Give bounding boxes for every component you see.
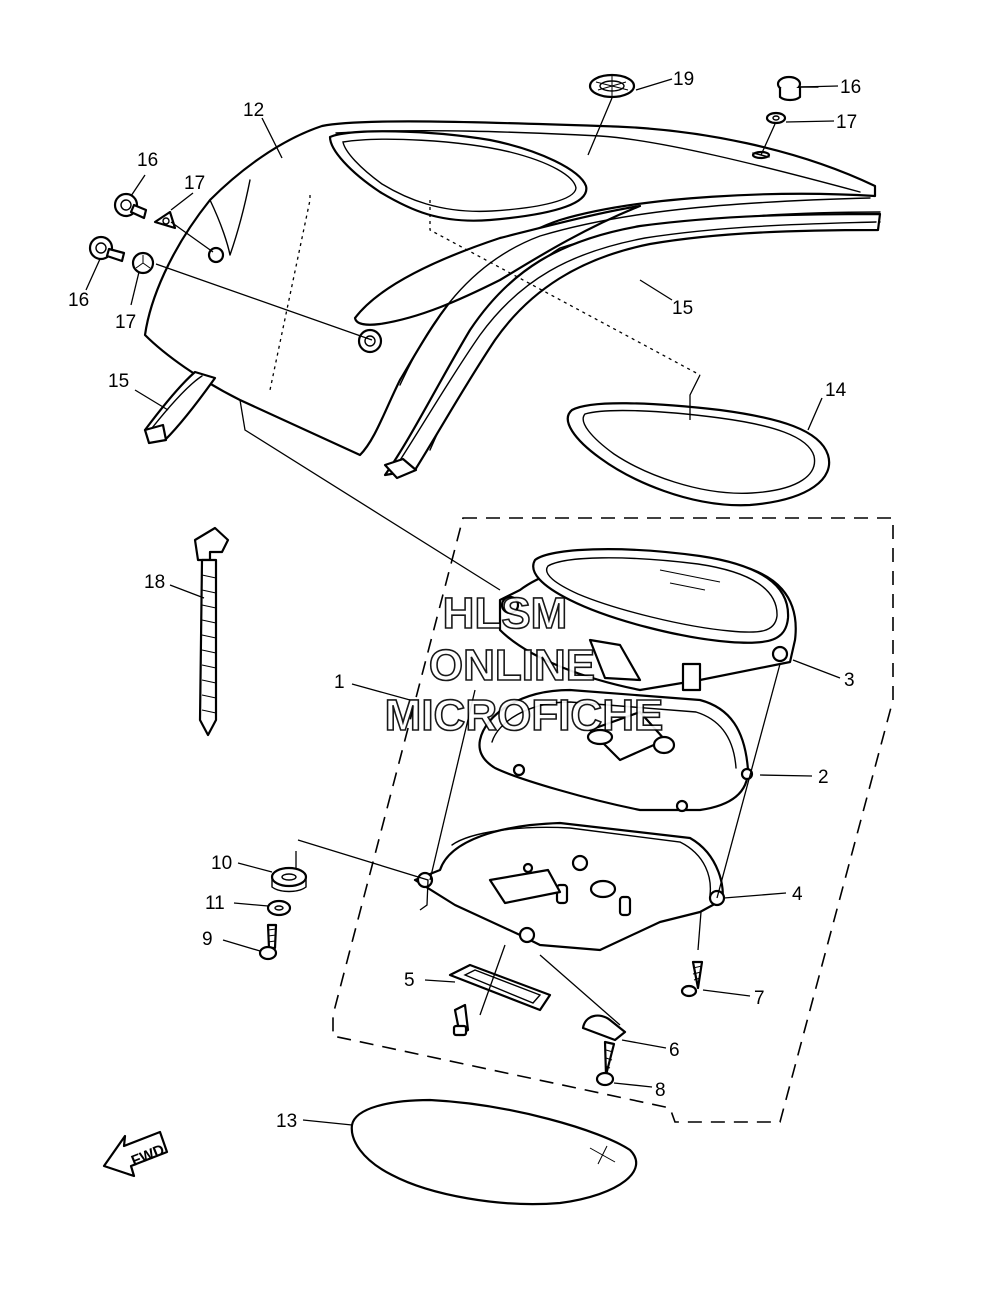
assembly-lines bbox=[155, 97, 781, 1026]
callout-6: 6 bbox=[669, 1040, 680, 1061]
part-16-bolt-upper-right bbox=[776, 75, 819, 102]
callout-17-left-top: 17 bbox=[184, 173, 205, 194]
watermark-line-3: MICROFICHE bbox=[385, 691, 664, 740]
part-13-sheet bbox=[350, 1098, 638, 1206]
callout-17-left-bottom: 17 bbox=[115, 312, 136, 333]
callout-15-right: 15 bbox=[672, 298, 693, 319]
callout-8: 8 bbox=[655, 1080, 666, 1101]
watermark-line-1: HLSM bbox=[443, 589, 568, 638]
callout-13: 13 bbox=[276, 1111, 297, 1132]
watermark-line-2: ONLINE bbox=[429, 641, 595, 690]
part-16-bolt-left-bottom bbox=[88, 235, 126, 263]
part-5-bracket bbox=[448, 963, 552, 1037]
callout-12: 12 bbox=[243, 100, 264, 121]
part-18-cable-tie bbox=[193, 526, 230, 737]
fwd-arrow: FWD bbox=[102, 1130, 169, 1178]
part-16-bolt-left-top bbox=[113, 192, 148, 220]
part-6-clamp bbox=[581, 1014, 627, 1042]
callout-5: 5 bbox=[404, 970, 415, 991]
part-19-grommet bbox=[588, 73, 636, 99]
callout-4: 4 bbox=[792, 884, 803, 905]
part-9-screw bbox=[258, 923, 278, 961]
callout-16-left-top: 16 bbox=[137, 150, 158, 171]
callout-18: 18 bbox=[144, 572, 165, 593]
assembly-boundary bbox=[332, 517, 894, 1123]
part-3-lens-case bbox=[498, 548, 797, 692]
callout-2: 2 bbox=[818, 767, 829, 788]
part-17-washer-upper-right bbox=[765, 111, 787, 125]
callout-3: 3 bbox=[844, 670, 855, 691]
callout-7: 7 bbox=[754, 988, 765, 1009]
callout-10: 10 bbox=[211, 853, 232, 874]
callout-14: 14 bbox=[825, 380, 847, 401]
callout-19: 19 bbox=[673, 69, 694, 90]
watermark: HLSM ONLINE MICROFICHE bbox=[384, 588, 664, 741]
part-11-collar bbox=[266, 899, 292, 917]
part-17-washer-left-top bbox=[153, 210, 177, 230]
part-2-meter-board bbox=[478, 688, 754, 813]
part-15-trim bbox=[143, 212, 882, 480]
part-4-lower-case bbox=[413, 821, 726, 952]
callout-16-left-bottom: 16 bbox=[68, 290, 89, 311]
callout-leaders bbox=[85, 78, 841, 1126]
callout-16-right: 16 bbox=[840, 77, 861, 98]
callout-11: 11 bbox=[205, 893, 225, 914]
part-14-seal bbox=[566, 402, 831, 507]
callout-15-left: 15 bbox=[108, 371, 129, 392]
callout-17-right: 17 bbox=[836, 112, 857, 133]
callout-9: 9 bbox=[202, 929, 213, 950]
part-17-washer-left-bottom bbox=[131, 251, 155, 275]
callout-numbers: 12 16 17 16 17 19 16 17 15 15 14 18 1 3 … bbox=[68, 69, 861, 1132]
part-7-screw bbox=[680, 960, 704, 998]
part-8-screw bbox=[595, 1040, 616, 1087]
callout-1: 1 bbox=[334, 672, 345, 693]
part-10-grommet bbox=[270, 866, 308, 893]
